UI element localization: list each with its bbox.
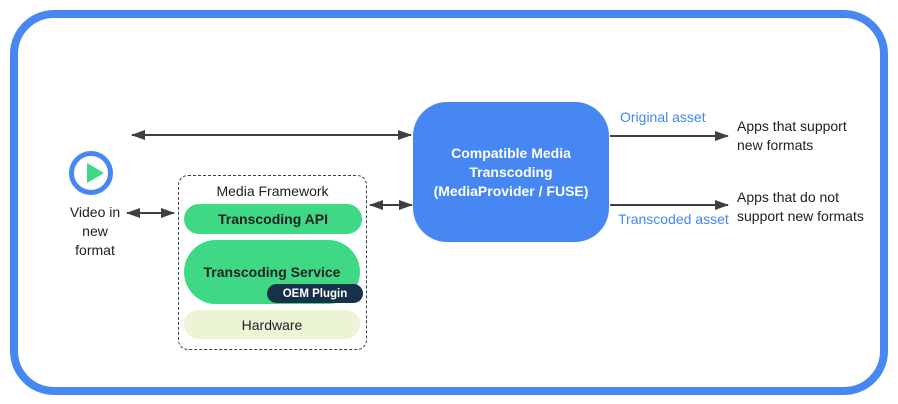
arrowhead-right-icon	[398, 130, 412, 140]
transcoder-box: Compatible Media Transcoding (MediaProvi…	[413, 102, 609, 242]
media-framework-title: Media Framework	[216, 183, 329, 199]
oem-plugin-badge: OEM Plugin	[267, 284, 363, 303]
transcoded-asset-label: Transcoded asset	[618, 211, 729, 227]
original-asset-label: Original asset	[620, 109, 706, 125]
arrow-source-transcoder	[131, 130, 412, 140]
apps-support-label: Apps that support new formats	[737, 118, 847, 153]
arrowhead-left-icon	[126, 208, 140, 218]
arrow-framework-transcoder	[369, 200, 413, 210]
arrowhead-right-icon	[161, 208, 175, 218]
transcoder-box-label: Compatible Media Transcoding (MediaProvi…	[433, 144, 589, 199]
arrow-video-framework	[126, 208, 175, 218]
arrow-original-asset	[610, 131, 729, 141]
video-source-label: Video in new format	[69, 204, 121, 258]
play-triangle-icon	[87, 163, 104, 183]
media-framework-box: Media Framework Transcoding API Transcod…	[178, 175, 367, 350]
arrowhead-left-icon	[369, 200, 383, 210]
arrowhead-right-icon	[399, 200, 413, 210]
arrowhead-left-icon	[131, 130, 145, 140]
play-icon	[69, 151, 113, 195]
arrowhead-right-icon	[715, 131, 729, 141]
apps-no-support-label: Apps that do not support new formats	[737, 189, 864, 224]
layer-transcoding-api: Transcoding API	[184, 204, 362, 234]
layer-hardware: Hardware	[184, 310, 360, 339]
arrowhead-right-icon	[715, 200, 729, 210]
arrow-transcoded-asset	[610, 200, 729, 210]
